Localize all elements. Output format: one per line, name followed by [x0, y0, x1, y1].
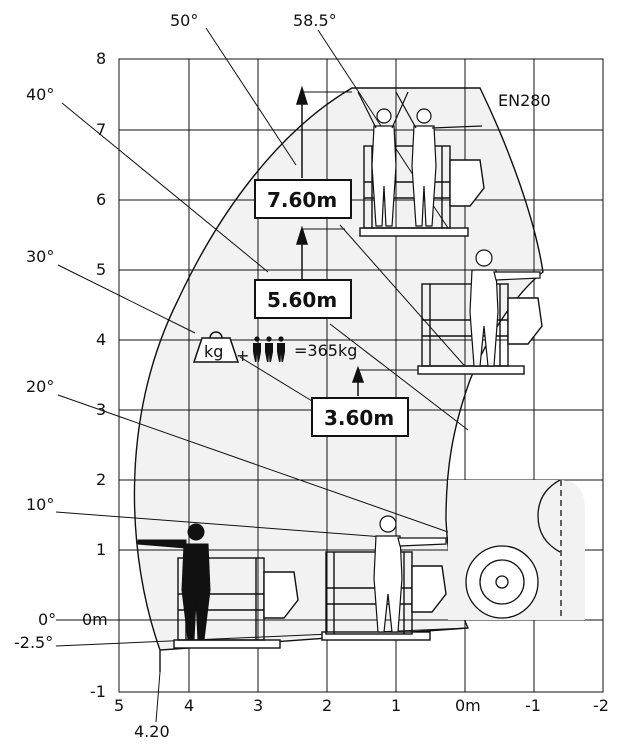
- y-tick-label: 3: [96, 400, 106, 419]
- angle-label-30: 30°: [26, 247, 54, 266]
- y-tick-label: 2: [96, 470, 106, 489]
- height-value-3-60: 3.60m: [324, 406, 394, 430]
- person-glyph: [265, 336, 273, 362]
- angle-label-58-5: 58.5°: [293, 11, 337, 30]
- x-tick-label: -1: [525, 696, 541, 715]
- x-tick-label: 0m: [455, 696, 481, 715]
- persons-icon: [253, 336, 285, 362]
- load-total-label: =365kg: [294, 341, 357, 360]
- angle-label-0: 0°: [38, 610, 56, 629]
- y-tick-label: 1: [96, 540, 106, 559]
- x-tick-label: 3: [253, 696, 263, 715]
- platform-basket-mid-high: [417, 283, 543, 375]
- weight-unit-label: kg: [204, 342, 223, 361]
- person-figure-outline: [469, 249, 541, 367]
- load-capacity: kg + =365kg: [192, 331, 357, 365]
- vehicle-wheel: [465, 545, 539, 619]
- y-tick-label: -1: [90, 682, 106, 701]
- angle-label-minus-2-5: -2.5°: [14, 633, 53, 652]
- platform-basket-mid-low: [321, 551, 447, 641]
- x-tick-label: 4: [184, 696, 194, 715]
- x-tick-label: 5: [114, 696, 124, 715]
- y-tick-label: 6: [96, 190, 106, 209]
- x-tick-label: -2: [593, 696, 609, 715]
- standard-label: EN280: [498, 91, 551, 110]
- y-tick-label: 4: [96, 330, 106, 349]
- height-value-5-60: 5.60m: [267, 288, 337, 312]
- angle-label-50: 50°: [170, 11, 198, 30]
- y-axis-labels: 8 7 6 5 4 3 2 1 0m -1: [82, 49, 108, 701]
- height-value-7-60: 7.60m: [267, 188, 337, 212]
- load-plus-sign: +: [236, 346, 249, 365]
- max-reach-label: 4.20: [134, 722, 170, 741]
- vehicle-chassis: [448, 479, 585, 620]
- angle-label-10: 10°: [26, 495, 54, 514]
- weight-icon: [192, 337, 240, 363]
- x-tick-label: 1: [391, 696, 401, 715]
- y-tick-label: 8: [96, 49, 106, 68]
- height-box-7-60: [254, 179, 352, 219]
- person-glyph: [253, 336, 261, 362]
- height-box-5-60: [254, 279, 352, 319]
- angle-label-20: 20°: [26, 377, 54, 396]
- person-glyph: [277, 336, 285, 362]
- y-tick-label: 5: [96, 260, 106, 279]
- y-tick-label: 7: [96, 120, 106, 139]
- x-axis-labels: 5 4 3 2 1 0m -1 -2: [114, 696, 609, 715]
- person-figure-outline: [373, 515, 447, 633]
- x-tick-label: 2: [322, 696, 332, 715]
- height-arrows: [295, 85, 420, 396]
- height-box-3-60: [311, 397, 409, 437]
- angle-label-40: 40°: [26, 85, 54, 104]
- person-figure-arms-raised: [357, 91, 483, 227]
- person-figure-dark: [137, 523, 211, 641]
